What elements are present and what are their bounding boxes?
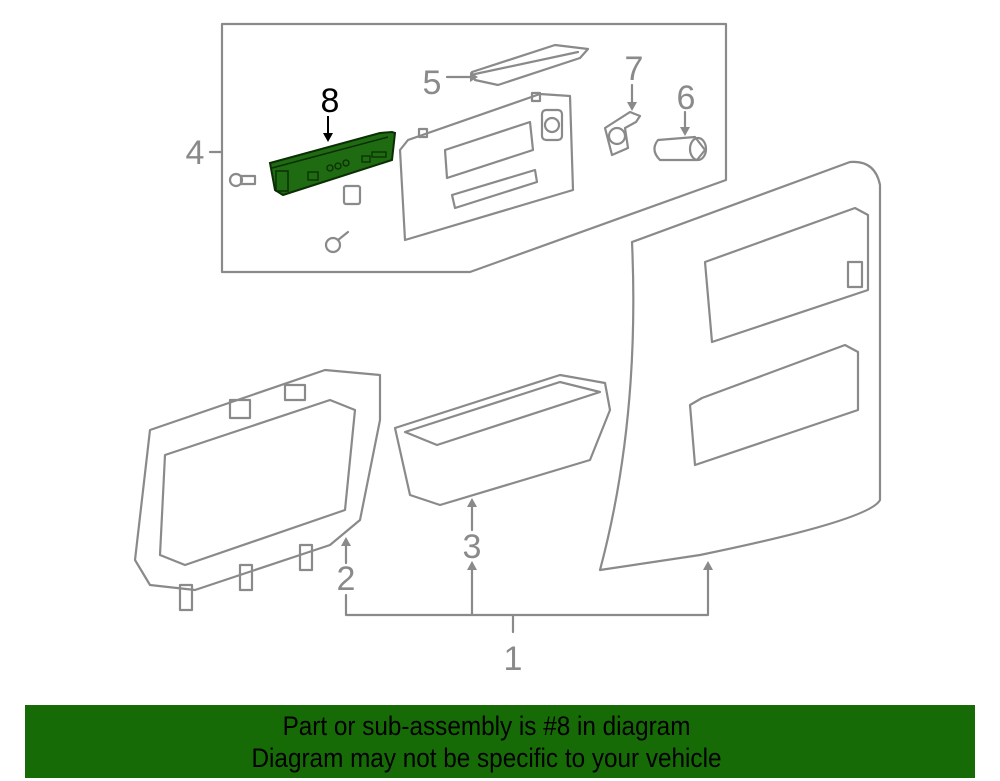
part-7-socket-cover[interactable]: [603, 110, 642, 157]
bezel-panel[interactable]: [398, 91, 575, 242]
callout-4: 4: [186, 134, 205, 172]
clip[interactable]: [342, 184, 362, 206]
callout-3: 3: [463, 528, 482, 566]
banner-line-1: Part or sub-assembly is #8 in diagram: [282, 711, 691, 741]
part-2-storage-bin[interactable]: [133, 368, 382, 612]
callout-1: 1: [504, 640, 523, 678]
part-6-lighter[interactable]: [653, 135, 708, 162]
callout-2: 2: [337, 560, 356, 598]
part-5-trim-strip[interactable]: [470, 43, 590, 87]
part-3-tray[interactable]: [393, 373, 612, 507]
info-banner: Part or sub-assembly is #8 in diagram Di…: [25, 705, 975, 778]
callout-5: 5: [423, 64, 442, 102]
callout-8: 8: [321, 82, 340, 120]
part-8-switch-assembly[interactable]: [268, 130, 397, 197]
subassembly-box: [220, 22, 728, 274]
callout-7: 7: [625, 50, 644, 88]
screw[interactable]: [324, 230, 350, 254]
screw[interactable]: [228, 172, 257, 188]
banner-line-2: Diagram may not be specific to your vehi…: [251, 743, 722, 773]
part-1-console-panel[interactable]: [598, 160, 882, 572]
callout-leaders: [341, 498, 713, 634]
callout-6: 6: [677, 79, 696, 117]
